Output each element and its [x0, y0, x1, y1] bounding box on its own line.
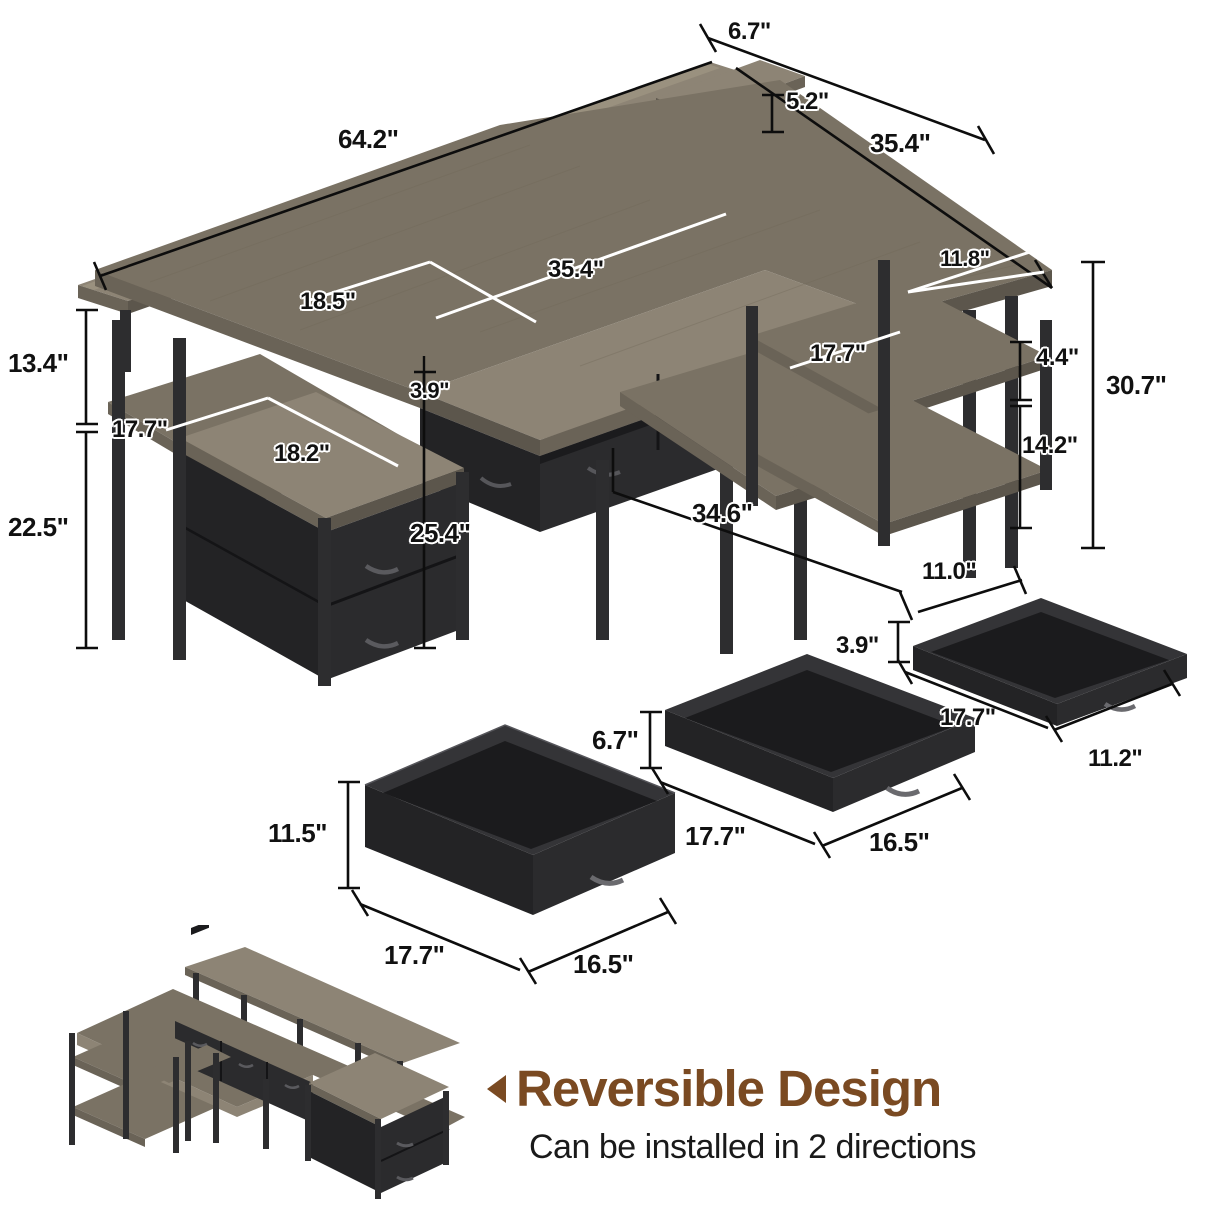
thumb-right-cabinet [309, 1053, 450, 1193]
dim-medium-drawer-width: 16.5" [869, 827, 930, 857]
dim-lower-shelf-length: 34.6" [692, 498, 753, 528]
reversible-desk-thumbnail [69, 925, 465, 1199]
dim-desktop-depth: 18.5" [300, 288, 356, 315]
dim-medium-drawer-height: 6.7" [592, 725, 639, 755]
dim-right-shelf-width: 17.7" [810, 340, 866, 367]
dim-shelf-gap-lower: 14.2" [1022, 432, 1078, 459]
thumb-left-shelves [73, 1025, 231, 1147]
dim-shallow-drawer-height: 3.9" [836, 632, 879, 659]
dim-shelf-top-depth: 11.8" [940, 246, 990, 271]
dim-right-arm-length: 35.4" [870, 128, 931, 158]
dim-long-side-width: 64.2" [338, 124, 399, 154]
reversible-subtitle: Can be installed in 2 directions [529, 1128, 977, 1166]
thumb-hutch-board [185, 947, 460, 1071]
dim-monitor-shelf-height: 5.2" [786, 88, 829, 115]
dim-shelf-base-depth: 11.0" [922, 558, 977, 585]
dim-medium-drawer-depth: 17.7" [685, 821, 746, 851]
main-desk-illustration [78, 60, 1052, 686]
dim-monitor-shelf-depth: 6.7" [728, 18, 771, 45]
medium-drawer-illustration [665, 654, 975, 812]
dim-deep-drawer-height: 11.5" [268, 818, 328, 848]
dim-overall-height: 30.7" [1106, 370, 1167, 400]
deep-drawer-illustration [364, 724, 676, 915]
dim-shelf-gap-upper: 4.4" [1036, 344, 1079, 371]
dim-drawer-front-height: 3.9" [410, 378, 450, 403]
dim-shallow-drawer-depth: 17.7" [940, 704, 996, 731]
dim-cabinet-total-height: 22.5" [8, 512, 69, 542]
dim-side-shelf-depth: 17.7" [112, 416, 168, 443]
reversible-design-caption: Reversible Design Can be installed in 2 … [487, 1063, 1107, 1167]
left-triangle-icon [487, 1074, 506, 1103]
reversible-title: Reversible Design [516, 1060, 942, 1117]
dim-desktop-drawer-span: 35.4" [548, 256, 604, 283]
dim-cabinet-height-right: 25.4" [410, 518, 471, 548]
dim-deep-drawer-width: 16.5" [573, 949, 634, 979]
dim-shallow-drawer-width: 11.2" [1088, 745, 1143, 772]
dim-upper-shelf-clearance: 13.4" [8, 348, 69, 378]
dim-cabinet-top-width: 18.2" [274, 440, 330, 467]
